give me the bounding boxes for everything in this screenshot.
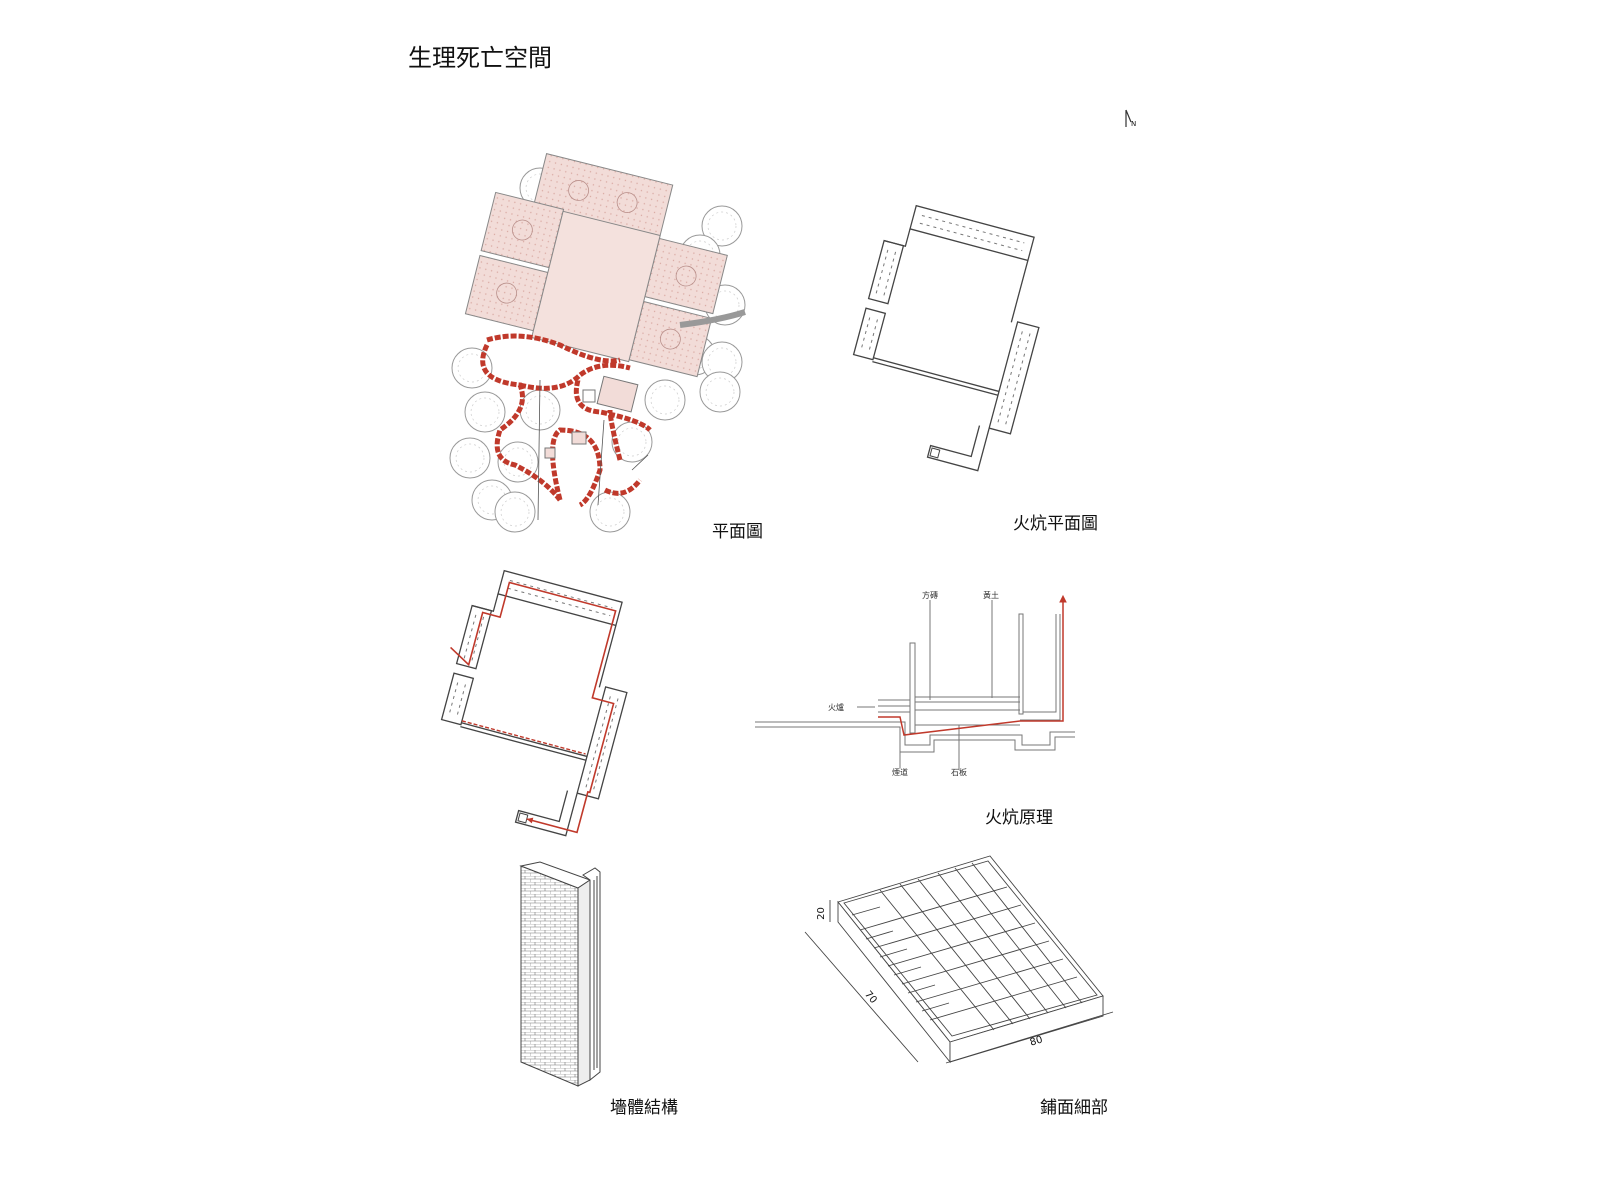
caption-wall-structure: 墻體結構: [610, 1098, 678, 1118]
label-flue: 煙道: [892, 768, 908, 777]
wall-structure-axonometric: [519, 861, 601, 1087]
label-loess: 黃土: [983, 591, 999, 600]
page-title: 生理死亡空間: [408, 44, 552, 72]
kang-plan: [832, 199, 1062, 477]
building-roof: [464, 153, 728, 378]
kang-section: [755, 594, 1075, 770]
label-stove: 火爐: [828, 703, 844, 712]
caption-site-plan: 平面圖: [712, 522, 763, 542]
caption-paving-detail: 鋪面細部: [1040, 1098, 1108, 1118]
smoke-flow-line: [450, 581, 617, 834]
kang-flow-plan: [420, 564, 650, 842]
site-plan: [449, 153, 746, 533]
red-brick-path: [480, 333, 652, 508]
paving-detail-axonometric: [804, 855, 1114, 1064]
north-arrow-icon: [1125, 109, 1132, 127]
heat-flow-line: [878, 598, 1064, 736]
label-square-brick: 方磚: [922, 591, 938, 600]
dim-height: 20: [815, 907, 827, 920]
caption-kang-principle: 火炕原理: [985, 808, 1053, 828]
caption-kang-plan: 火炕平面圖: [1013, 514, 1098, 534]
label-slate: 石板: [951, 768, 967, 777]
north-label: N: [1131, 120, 1137, 128]
